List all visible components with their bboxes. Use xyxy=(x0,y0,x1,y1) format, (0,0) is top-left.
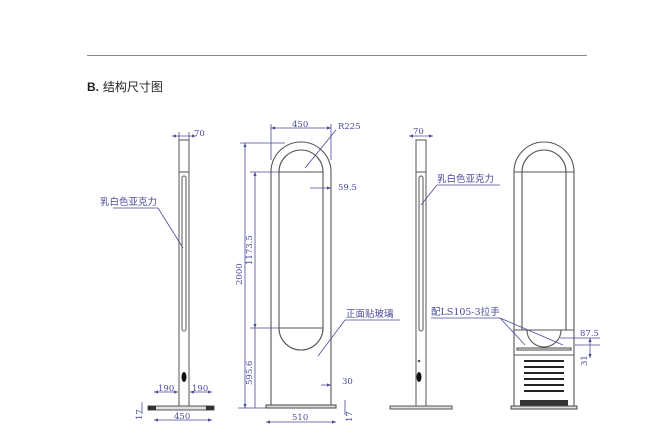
front-callout: 正面贴玻璃 xyxy=(346,308,394,320)
front-radius: R225 xyxy=(338,122,361,132)
back-handle-offset: 87.5 xyxy=(580,329,599,339)
back-handle-height: 31 xyxy=(580,355,590,366)
front-lower-height: 595.6 xyxy=(245,361,255,385)
side-view-left xyxy=(147,139,215,411)
front-frame: 30 xyxy=(342,377,353,387)
back-callout: 配LS105-3拉手 xyxy=(431,306,500,318)
side-left-callout: 乳白色亚克力 xyxy=(100,196,157,208)
back-view xyxy=(510,141,578,410)
front-total-height: 2000 xyxy=(235,263,245,285)
side-right-callout: 乳白色亚克力 xyxy=(437,173,494,185)
side-left-top-width: 70 xyxy=(194,129,205,139)
section-title: B. 结构尺寸图 xyxy=(87,78,163,95)
side-left-base-left: 190 xyxy=(158,384,174,394)
side-view-right xyxy=(389,139,453,410)
front-base-height: 17 xyxy=(345,411,355,422)
front-upper-height: 1173.5 xyxy=(245,235,255,265)
header-rule xyxy=(87,55,587,56)
side-left-base-width: 450 xyxy=(174,412,190,422)
back-vent-slots xyxy=(524,360,564,392)
side-left-base-right: 190 xyxy=(192,384,208,394)
section-heading: 结构尺寸图 xyxy=(102,80,163,94)
side-left-base-height: 17 xyxy=(135,409,145,420)
front-view xyxy=(265,141,337,409)
side-right-top-width: 70 xyxy=(413,127,424,137)
front-width: 450 xyxy=(292,120,308,130)
front-base-width: 510 xyxy=(292,413,308,423)
section-letter: B. xyxy=(87,80,99,94)
front-inset: 59.5 xyxy=(338,183,357,193)
